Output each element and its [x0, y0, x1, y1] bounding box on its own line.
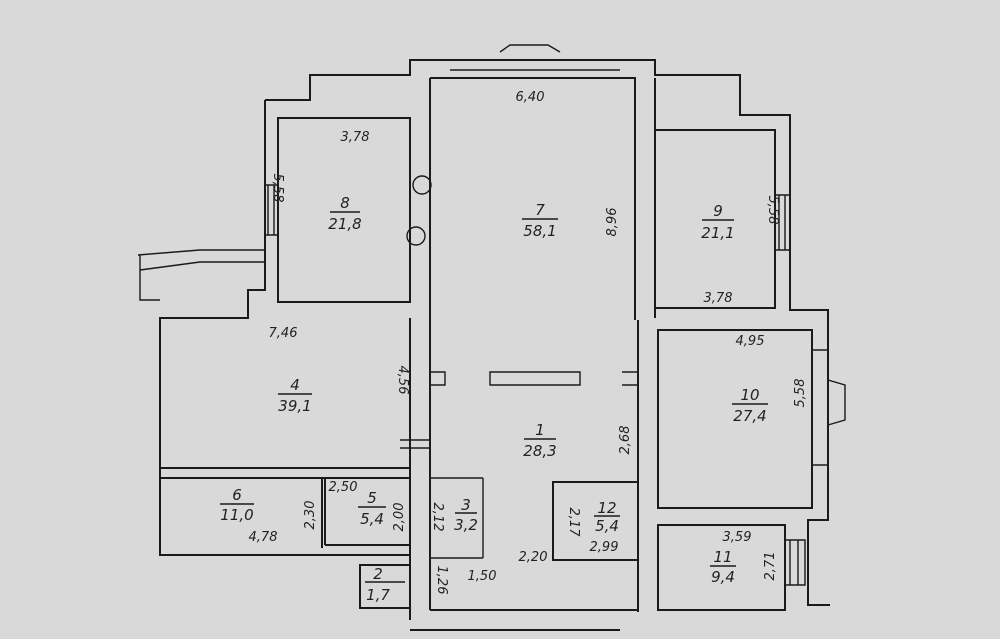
svg-text:5,58: 5,58 — [270, 174, 285, 203]
svg-text:10: 10 — [740, 386, 759, 404]
svg-text:2,00: 2,00 — [392, 503, 407, 532]
svg-text:3,78: 3,78 — [341, 130, 370, 145]
svg-text:4,78: 4,78 — [249, 530, 278, 545]
svg-text:2,99: 2,99 — [590, 540, 619, 555]
svg-text:3: 3 — [461, 496, 471, 514]
svg-text:7: 7 — [535, 201, 545, 219]
svg-text:6: 6 — [232, 486, 242, 504]
dimension-labels: 6,40 3,78 5,58 8,96 5,58 3,78 7,46 4,56 … — [249, 90, 808, 594]
svg-text:4: 4 — [290, 376, 300, 394]
svg-text:12: 12 — [597, 499, 616, 517]
svg-text:2,30: 2,30 — [303, 501, 318, 530]
svg-text:2,50: 2,50 — [329, 480, 358, 495]
svg-text:5,58: 5,58 — [793, 379, 808, 408]
svg-text:7,46: 7,46 — [269, 326, 298, 341]
room-9: 921,1 — [701, 202, 734, 242]
svg-text:11: 11 — [713, 548, 732, 566]
svg-text:6,40: 6,40 — [516, 90, 545, 105]
svg-text:21,8: 21,8 — [328, 215, 361, 233]
svg-text:58,1: 58,1 — [523, 222, 556, 240]
svg-text:11,0: 11,0 — [220, 506, 253, 524]
svg-text:39,1: 39,1 — [278, 397, 311, 415]
svg-text:5: 5 — [367, 489, 377, 507]
svg-text:4,56: 4,56 — [395, 366, 410, 395]
room-1: 128,3 — [523, 421, 556, 460]
svg-text:2: 2 — [373, 565, 383, 583]
svg-text:3,2: 3,2 — [454, 516, 478, 534]
room-6: 611,0 — [220, 486, 254, 524]
svg-text:1,26: 1,26 — [434, 566, 449, 595]
svg-text:8,96: 8,96 — [605, 208, 620, 237]
svg-text:4,95: 4,95 — [736, 334, 765, 349]
svg-text:28,3: 28,3 — [523, 442, 556, 460]
room-2: 21,7 — [365, 565, 405, 604]
room-5: 55,4 — [358, 489, 386, 528]
room-10: 10 27,4 — [732, 386, 768, 425]
svg-text:5,4: 5,4 — [595, 517, 619, 535]
svg-text:5,58: 5,58 — [765, 196, 780, 225]
svg-text:9,4: 9,4 — [711, 568, 735, 586]
room-4: 439,1 — [278, 376, 312, 415]
svg-text:2,17: 2,17 — [566, 508, 581, 538]
svg-text:2,12: 2,12 — [430, 503, 445, 532]
svg-text:3,59: 3,59 — [723, 530, 752, 545]
svg-text:5,4: 5,4 — [360, 510, 384, 528]
room-12: 125,4 — [594, 499, 620, 535]
room-8: 821,8 — [328, 194, 361, 233]
svg-text:1: 1 — [535, 421, 545, 439]
svg-text:1,7: 1,7 — [366, 586, 390, 604]
svg-text:2,68: 2,68 — [618, 426, 633, 455]
svg-text:1,50: 1,50 — [468, 569, 497, 584]
svg-text:2,20: 2,20 — [519, 550, 548, 565]
room-11: 119,4 — [710, 548, 736, 586]
svg-text:3,78: 3,78 — [704, 291, 733, 306]
svg-text:2,71: 2,71 — [763, 552, 778, 581]
svg-text:9: 9 — [713, 202, 723, 220]
walls — [137, 44, 846, 631]
room-7: 758,1 — [522, 201, 558, 240]
svg-text:8: 8 — [340, 194, 350, 212]
room-3: 33,2 — [454, 496, 478, 534]
svg-text:27,4: 27,4 — [733, 407, 766, 425]
svg-text:21,1: 21,1 — [701, 224, 734, 242]
